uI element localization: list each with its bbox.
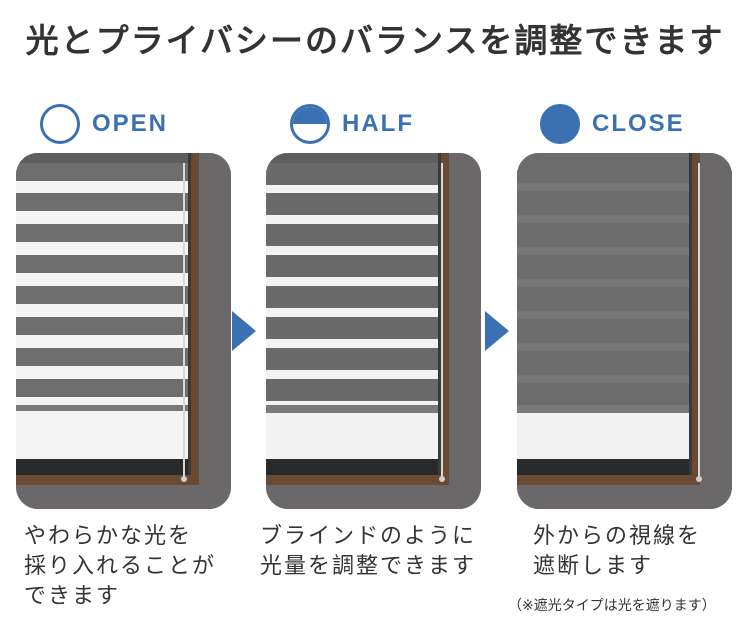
half-circle-icon — [290, 104, 330, 144]
caption-line: 外からの視線を — [533, 524, 702, 549]
page-title: 光とプライバシーのバランスを調整できます — [25, 21, 725, 60]
caption-half: ブラインドのように 光量を調整できます — [260, 522, 476, 582]
caption-line: やわらかな光を — [24, 524, 193, 549]
blind-photo-open — [16, 153, 231, 509]
caption-line: できます — [24, 584, 121, 609]
caption-line: 光量を調整できます — [260, 554, 477, 579]
state-close: CLOSE — [540, 100, 685, 148]
caption-line: 採り入れることが — [24, 554, 217, 579]
caption-open: やわらかな光を 採り入れることが できます — [24, 522, 216, 612]
arrow-right-icon — [232, 311, 256, 351]
caption-close: 外からの視線を 遮断します — [533, 522, 701, 582]
state-label-half: HALF — [342, 110, 414, 137]
caption-line: 遮断します — [533, 554, 654, 579]
blind-photo-close — [517, 153, 732, 509]
state-label-open: OPEN — [92, 110, 169, 137]
state-open: OPEN — [40, 100, 168, 148]
arrow-right-icon — [485, 311, 509, 351]
footnote: （※遮光タイプは光を遮ります） — [508, 598, 716, 614]
state-half: HALF — [290, 100, 414, 148]
full-circle-icon — [540, 104, 580, 144]
caption-line: ブラインドのように — [260, 524, 477, 549]
state-label-close: CLOSE — [592, 110, 685, 137]
empty-circle-icon — [40, 104, 80, 144]
blind-photo-half — [266, 153, 481, 509]
